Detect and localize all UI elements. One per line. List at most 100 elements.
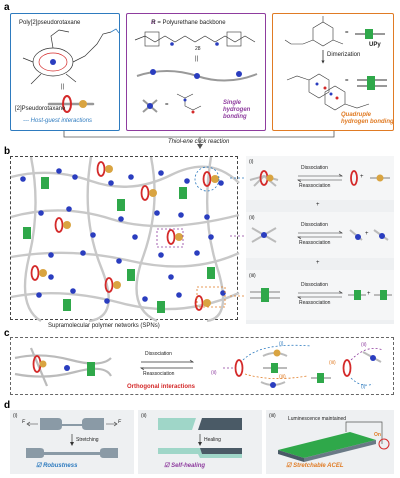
check-icon-3: ☑ bbox=[286, 463, 292, 469]
check-icon-2: ☑ bbox=[164, 463, 170, 469]
dimerization-label: Dimerization bbox=[327, 52, 361, 58]
upy-dimer bbox=[179, 187, 187, 199]
equilibrium-row-ii: (ii) Dissociation Reassociation + bbox=[246, 212, 394, 258]
crown-ring bbox=[96, 161, 106, 177]
hbond-node bbox=[178, 212, 184, 218]
healing-label: Healing bbox=[204, 437, 221, 443]
orthogonal-illustration bbox=[14, 344, 384, 388]
acel-card: (iii) Luminescence maintained On ☑ Stret… bbox=[266, 410, 394, 474]
healing-illustration bbox=[158, 418, 242, 458]
hbond-node bbox=[208, 234, 214, 240]
hbond-node bbox=[48, 252, 54, 258]
upy-dimer bbox=[117, 199, 125, 211]
tag-iii-right: (iii) bbox=[329, 360, 336, 366]
hbond-node bbox=[72, 174, 78, 180]
robustness-card: (i) F F Stretching ☑ Robustness bbox=[10, 410, 134, 474]
row-i-icons bbox=[249, 170, 390, 187]
equilibrium-row-i: (i) Dissociation Reassociation + bbox=[246, 156, 394, 200]
orthogonal-caption: Orthogonal interactions bbox=[127, 384, 196, 390]
hbond-node bbox=[218, 180, 224, 186]
hbond-node bbox=[176, 292, 182, 298]
repeat-subscript: 28 bbox=[195, 46, 201, 52]
hbond-node bbox=[184, 178, 190, 184]
quadruple-hbond-footer: Quadruple hydrogen bonding bbox=[341, 112, 394, 125]
poly-pseudorotaxane-title: Poly[2]pseudorotaxane bbox=[19, 20, 81, 26]
network-caption: Supramolecular polymer networks (SPNs) bbox=[48, 323, 160, 329]
crown-ring bbox=[30, 265, 40, 281]
stretching-label: Stretching bbox=[76, 437, 99, 443]
panel-d-letter: d bbox=[4, 400, 11, 411]
row-ii-plus: + bbox=[365, 231, 369, 237]
row-iii-plus: + bbox=[367, 291, 371, 297]
stopper-bead bbox=[39, 269, 47, 277]
crown-ring bbox=[104, 277, 114, 293]
hbond-node bbox=[104, 298, 110, 304]
equiv-mark-2: || bbox=[195, 56, 199, 62]
force-left: F bbox=[22, 419, 26, 425]
stopper-bead bbox=[63, 221, 71, 229]
polymer-chain bbox=[10, 251, 240, 268]
panel-c-letter: c bbox=[4, 328, 10, 339]
row-i-plus: + bbox=[360, 174, 364, 180]
acel-title: ☑ Stretchable ACEL bbox=[286, 463, 344, 470]
robustness-title: ☑ Robustness bbox=[36, 463, 77, 470]
single-hbond-footer: Single hydrogen bonding bbox=[223, 100, 251, 120]
robustness-num: (i) bbox=[13, 413, 18, 419]
tag-i-bottom: (i) bbox=[361, 384, 366, 390]
tag-i-top: (i) bbox=[279, 341, 284, 347]
polymer-chain bbox=[205, 156, 225, 323]
polymer-chain bbox=[10, 165, 240, 188]
hbond-node bbox=[158, 252, 164, 258]
stopper-bead bbox=[149, 189, 157, 197]
row-iii-num: (iii) bbox=[249, 273, 256, 279]
stopper-bead bbox=[105, 165, 113, 173]
upy-dimer bbox=[23, 227, 31, 239]
self-healing-title: ☑ Self-healing bbox=[164, 463, 205, 470]
orthogonal-forward: Dissociation bbox=[145, 351, 172, 357]
hbond-node bbox=[204, 214, 210, 220]
crown-ring bbox=[54, 217, 64, 233]
highlight-host-guest bbox=[194, 166, 220, 192]
upy-dimer bbox=[127, 269, 135, 281]
crown-ring bbox=[166, 229, 176, 245]
self-healing-label: Self-healing bbox=[171, 463, 206, 469]
row-i-backward: Reassociation bbox=[299, 183, 331, 189]
hbond-node bbox=[154, 210, 160, 216]
host-guest-footer: --- Host-guest interactions bbox=[23, 118, 92, 125]
stopper-bead bbox=[175, 233, 183, 241]
panel-b-letter: b bbox=[4, 146, 11, 157]
equilibrium-row-iii: (iii) Dissociation Reassociation + bbox=[246, 270, 394, 320]
upy-dimer bbox=[157, 301, 165, 313]
row-i-num: (i) bbox=[249, 159, 254, 165]
polyurethane-structure bbox=[134, 31, 258, 114]
hbond-node bbox=[66, 206, 72, 212]
row-ii-forward: Dissociation bbox=[301, 222, 328, 228]
force-right: F bbox=[118, 419, 122, 425]
tag-ii-right: (ii) bbox=[361, 342, 367, 348]
thiol-ene-connector bbox=[63, 131, 335, 149]
hbond-node bbox=[158, 170, 164, 176]
acel-label: Stretchable ACEL bbox=[293, 463, 344, 469]
orthogonal-backward: Reassociation bbox=[143, 371, 175, 377]
dashes-1: --- bbox=[23, 118, 31, 124]
stopper-bead bbox=[113, 281, 121, 289]
crown-ring bbox=[194, 295, 204, 311]
hbond-node bbox=[20, 176, 26, 182]
polyurethane-title: RR = Polyurethane backbone bbox=[151, 20, 226, 26]
hbond-node bbox=[70, 288, 76, 294]
single-hbond-box: RR = Polyurethane backbone 28 || = Singl… bbox=[126, 13, 266, 131]
equilibria-column: (i) Dissociation Reassociation + + (ii) … bbox=[246, 156, 394, 324]
hbond-node bbox=[128, 174, 134, 180]
quadruple-hbond-box: UPy = Dimerization = Quadruple hydrogen … bbox=[272, 13, 394, 131]
crown-ring bbox=[140, 185, 150, 201]
equiv-mark-1: || bbox=[61, 84, 65, 90]
plus-between-i-ii: + bbox=[316, 202, 320, 208]
hbond-node bbox=[142, 296, 148, 302]
row-ii-backward: Reassociation bbox=[299, 240, 331, 246]
hbond-node bbox=[48, 274, 54, 280]
polymer-chain bbox=[86, 156, 110, 323]
hbond-node bbox=[116, 258, 122, 264]
hbond-node bbox=[80, 250, 86, 256]
pseudorotaxane-icon bbox=[47, 95, 95, 113]
upy-dimer bbox=[63, 299, 71, 311]
